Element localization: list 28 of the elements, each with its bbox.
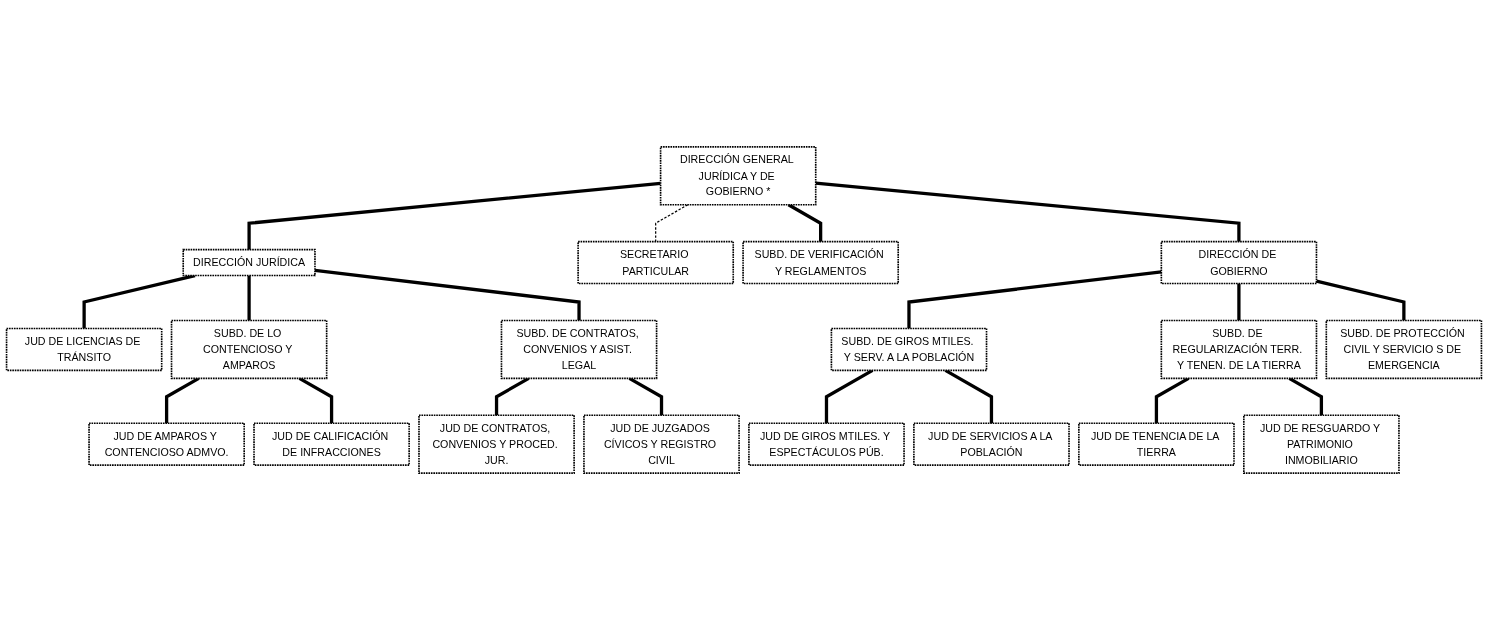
node-box: SUBD. DE LO CONTENCIOSO Y AMPAROS [170, 319, 328, 380]
connector [787, 203, 823, 242]
node-box: SUBD. DE VERIFICACIÓN Y REGLAMENTOS [742, 240, 900, 285]
node-box: SUBD. DE REGULARIZACIÓN TERR. Y TENEN. DE LA TIERRA [1160, 319, 1318, 380]
connector [907, 270, 1162, 329]
connector [82, 273, 196, 329]
node-box: JUD DE RESGUARDO Y PATRIMONIO INMOBILIARIO [1243, 414, 1400, 474]
node-box: SECRETARIO PARTICULAR [577, 240, 735, 285]
connector [1237, 283, 1241, 321]
node-box: JUD DE CONTRATOS, CONVENIOS Y PROCED. JUR. [418, 414, 575, 474]
node-box: JUD DE TENENCIA DE LA TIERRA [1078, 422, 1235, 466]
node-box: DIRECCIÓN JURÍDICA [182, 248, 316, 277]
node-box: SUBD. DE GIROS MTILES. Y SERV. A LA POBLACIÓN [830, 327, 988, 372]
node-box: JUD DE AMPAROS Y CONTENCIOSO ADMVO. [88, 422, 245, 466]
node-box: DIRECCIÓN DE GOBIERNO [1160, 240, 1318, 285]
node-box: DIRECCIÓN GENERAL JURÍDICA Y DE GOBIERNO * [659, 146, 817, 206]
connector [815, 181, 1241, 242]
connector [1316, 279, 1406, 321]
node-box: SUBD. DE PROTECCIÓN CIVIL Y SERVICIO S DE EMERGENCIA [1325, 319, 1483, 380]
node-box: JUD DE SERVICIOS A LA POBLACIÓN [913, 422, 1070, 466]
node-box: SUBD. DE CONTRATOS, CONVENIOS Y ASIST. LEGAL [500, 319, 658, 380]
connector [247, 275, 251, 321]
connector [247, 181, 661, 250]
node-box: JUD DE JUZGADOS CÍVICOS Y REGISTRO CIVIL [583, 414, 740, 474]
node-box: JUD DE GIROS MTILES. Y ESPECTÁCULOS PÚB. [748, 422, 905, 466]
node-box: JUD DE CALIFICACIÓN DE INFRACCIONES [253, 422, 410, 466]
node-box: JUD DE LICENCIAS DE TRÁNSITO [5, 327, 163, 372]
connector [314, 268, 581, 321]
